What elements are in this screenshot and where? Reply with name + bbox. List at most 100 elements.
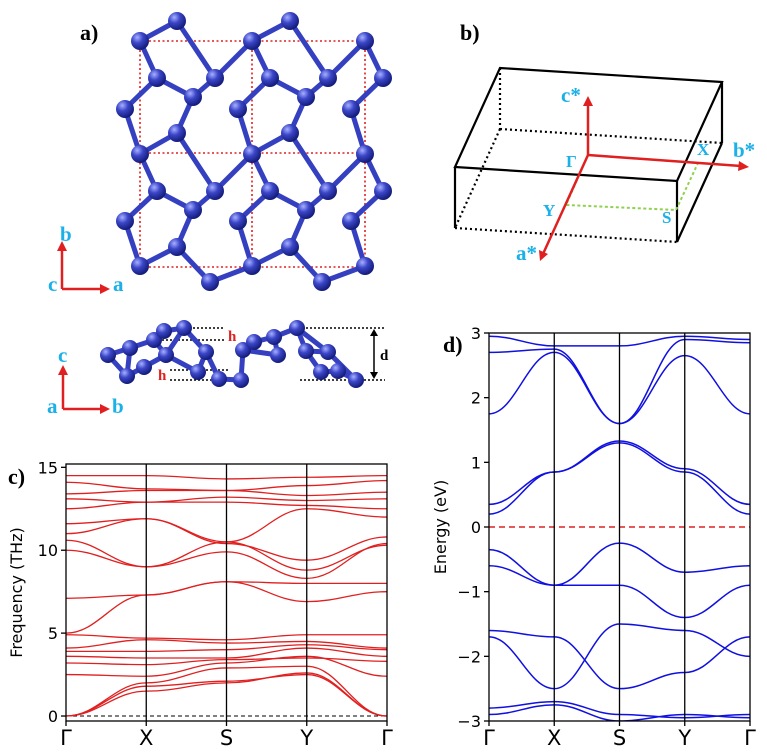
k-point-label: Γ xyxy=(381,726,393,750)
y-tick-label: −2 xyxy=(457,647,481,666)
atom xyxy=(266,329,282,345)
atom xyxy=(342,212,360,230)
atom xyxy=(356,32,374,50)
atom xyxy=(131,32,149,50)
atom xyxy=(313,273,331,291)
y-tick-label: 2 xyxy=(471,389,481,408)
panel-c-label: c) xyxy=(8,464,25,489)
atom xyxy=(243,32,261,50)
atom xyxy=(313,364,329,380)
bz-label-s: S xyxy=(662,208,671,227)
bond xyxy=(174,130,218,194)
bond xyxy=(287,130,331,194)
k-point-label: S xyxy=(613,726,626,750)
bz-label-a-star: a* xyxy=(516,241,537,265)
atom xyxy=(270,347,286,363)
k-point-label: Γ xyxy=(744,726,756,750)
atom xyxy=(298,343,314,359)
y-tick-label: 0 xyxy=(48,707,58,726)
y-tick-label: −3 xyxy=(457,712,481,731)
k-point-label: Y xyxy=(677,726,691,750)
k-point-label: X xyxy=(547,726,561,750)
y-tick-label: 1 xyxy=(471,453,481,472)
label-h-top: h xyxy=(228,329,237,345)
atom xyxy=(330,363,346,379)
atom xyxy=(156,323,172,339)
y-axis-label: Frequency (THz) xyxy=(7,527,26,657)
axis-label-b: b xyxy=(60,222,72,246)
atom xyxy=(261,69,279,87)
atom xyxy=(348,372,364,388)
atom xyxy=(235,342,251,358)
panel-a-label: a) xyxy=(80,20,98,45)
y-tick-label: 15 xyxy=(38,458,58,477)
atom xyxy=(184,201,202,219)
atom xyxy=(100,347,116,363)
atom xyxy=(356,145,374,163)
atom xyxy=(116,100,134,118)
atom xyxy=(297,201,315,219)
atom xyxy=(281,12,299,30)
bz-label-y: Y xyxy=(543,201,555,220)
bz-label-gamma: Γ xyxy=(566,152,577,171)
atom xyxy=(281,124,299,142)
atom xyxy=(320,344,336,360)
k-point-label: Y xyxy=(299,726,313,750)
side-axis-label-a: a xyxy=(47,394,58,418)
bz-label-b-star: b* xyxy=(733,138,755,162)
atom xyxy=(246,334,262,350)
atom xyxy=(136,359,152,375)
atom xyxy=(148,182,166,200)
y-tick-label: 5 xyxy=(48,624,58,643)
y-tick-label: 0 xyxy=(471,518,481,537)
atom xyxy=(176,320,192,336)
atom xyxy=(168,238,186,256)
top-view-structure xyxy=(116,12,392,291)
series-line-0 xyxy=(489,704,750,721)
atom xyxy=(319,182,337,200)
panel-d-label: d) xyxy=(443,332,463,357)
axes-top-view: b c a xyxy=(48,222,124,296)
atom xyxy=(319,69,337,87)
k-point-label: Γ xyxy=(60,726,72,750)
atom xyxy=(190,364,206,380)
atom xyxy=(131,145,149,163)
axis-label-c: c xyxy=(48,272,57,296)
atom xyxy=(261,182,279,200)
series-line-2 xyxy=(489,623,750,690)
atom xyxy=(243,257,261,275)
brillouin-zone: c* b* a* Γ X Y S xyxy=(453,66,755,265)
atom xyxy=(229,212,247,230)
axis-label-a: a xyxy=(113,272,124,296)
k-point-label: X xyxy=(139,726,153,750)
y-tick-label: 3 xyxy=(471,324,481,343)
atom xyxy=(168,124,186,142)
atom xyxy=(374,69,392,87)
atom xyxy=(342,100,360,118)
atom xyxy=(148,69,166,87)
atom xyxy=(233,372,249,388)
atom xyxy=(289,320,305,336)
bz-label-x: X xyxy=(697,140,710,159)
atom xyxy=(158,347,174,363)
k-point-label: Γ xyxy=(483,726,495,750)
axes-side-view: c a b xyxy=(47,343,124,418)
atom xyxy=(206,182,224,200)
side-axis-label-b: b xyxy=(112,394,124,418)
atom xyxy=(122,340,138,356)
atom xyxy=(131,257,149,275)
atom xyxy=(356,257,374,275)
atom xyxy=(206,69,224,87)
label-h-bottom: h xyxy=(158,368,167,384)
atom xyxy=(229,100,247,118)
atom xyxy=(168,12,186,30)
atom xyxy=(211,371,227,387)
atom xyxy=(119,368,135,384)
bz-label-c-star: c* xyxy=(561,83,581,107)
bond xyxy=(287,18,331,81)
y-tick-label: −1 xyxy=(457,583,481,602)
atom xyxy=(281,238,299,256)
